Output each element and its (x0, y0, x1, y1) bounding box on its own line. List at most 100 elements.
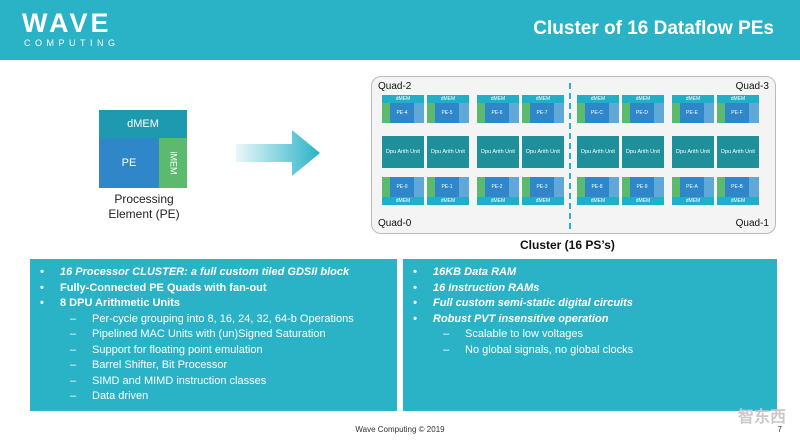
cluster-pe-adder (459, 103, 469, 123)
pe-core: PE (99, 138, 159, 188)
wave-computing-logo: WAVE COMPUTING (22, 8, 142, 48)
pe-caption: Processing Element (PE) (94, 192, 194, 222)
header-bar: WAVE COMPUTING Cluster of 16 Dataflow PE… (0, 0, 800, 60)
cluster-pe-adder (749, 177, 759, 197)
quad-label-2: Quad-2 (378, 81, 412, 92)
slide-title: Cluster of 16 Dataflow PEs (533, 18, 774, 39)
cluster-pe-imem (382, 103, 390, 123)
cluster-pe-imem (477, 177, 485, 197)
cluster-pe-dmem: dMEM (577, 95, 619, 103)
dpu-arith-unit: Dpu Arith Unit (717, 136, 759, 168)
cluster-pe-core: PE-3 (530, 177, 554, 197)
cluster-pe-imem (427, 177, 435, 197)
dpu-arith-unit: Dpu Arith Unit (477, 136, 519, 168)
cluster-pe-adder (609, 177, 619, 197)
cluster-pe-core: PE-5 (435, 103, 459, 123)
bullet-item: 16 Instruction RAMs (403, 281, 777, 297)
cluster-pe-dmem: dMEM (382, 95, 424, 103)
cluster-pe-adder (609, 103, 619, 123)
bullet-item: Full custom semi-static digital circuits (403, 296, 777, 312)
bullet-item: Robust PVT insensitive operation (403, 312, 777, 328)
cluster-pe-dmem: dMEM (477, 197, 519, 205)
bullet-item: 16KB Data RAM (403, 265, 777, 281)
quad-divider (569, 83, 571, 229)
bullet-item: Pipelined MAC Units with (un)Signed Satu… (30, 327, 397, 343)
cluster-pe-dmem: dMEM (622, 197, 664, 205)
cluster-pe-imem (577, 103, 585, 123)
cluster-pe-imem (622, 103, 630, 123)
cluster-pe-adder (654, 103, 664, 123)
pe-imem: iMEM (159, 138, 187, 188)
cluster-pe-core: PE-B (725, 177, 749, 197)
cluster-pe-adder (414, 177, 424, 197)
watermark-logo: 智东西 (737, 409, 786, 426)
dpu-arith-unit: Dpu Arith Unit (427, 136, 469, 168)
page-number: 7 (777, 425, 782, 434)
footer-copyright: Wave Computing © 2019 (355, 425, 445, 434)
cluster-pe-dmem: dMEM (717, 95, 759, 103)
cluster-pe-adder (459, 177, 469, 197)
logo-sub: COMPUTING (24, 38, 120, 48)
right-feature-list: 16KB Data RAM16 Instruction RAMsFull cus… (403, 259, 777, 358)
quad-label-3: Quad-3 (735, 81, 769, 92)
bullet-item: Barrel Shifter, Bit Processor (30, 358, 397, 374)
cluster-pe-dmem: dMEM (672, 197, 714, 205)
cluster-pe-imem (717, 177, 725, 197)
pe-caption-line2: Element (PE) (108, 207, 180, 221)
cluster-pe-core: PE-7 (530, 103, 554, 123)
quad-label-1: Quad-1 (735, 218, 769, 229)
cluster-pe-imem (577, 177, 585, 197)
cluster-pe-core: PE-1 (435, 177, 459, 197)
cluster-pe-imem (672, 177, 680, 197)
cluster-pe-dmem: dMEM (477, 95, 519, 103)
cluster-pe-imem (382, 177, 390, 197)
bullet-item: Scalable to low voltages (403, 327, 777, 343)
pe-imem-label: iMEM (168, 151, 178, 175)
cluster-pe-adder (509, 177, 519, 197)
cluster-pe-imem (672, 103, 680, 123)
cluster-pe-imem (522, 177, 530, 197)
cluster-pe-adder (654, 177, 664, 197)
cluster-pe-adder (704, 103, 714, 123)
cluster-pe-dmem: dMEM (427, 197, 469, 205)
quad-label-0: Quad-0 (378, 218, 412, 229)
cluster-pe-dmem: dMEM (672, 95, 714, 103)
cluster-pe-core: PE-D (630, 103, 654, 123)
cluster-pe-imem (622, 177, 630, 197)
cluster-pe-core: PE-9 (630, 177, 654, 197)
cluster-pe-dmem: dMEM (577, 197, 619, 205)
cluster-pe-core: PE-E (680, 103, 704, 123)
cluster-pe-dmem: dMEM (622, 95, 664, 103)
logo-word: WAVE (22, 8, 112, 38)
pe-caption-line1: Processing (114, 192, 174, 206)
bullet-item: Data driven (30, 389, 397, 405)
left-feature-list: 16 Processor CLUSTER: a full custom tile… (30, 259, 397, 405)
bullet-item: 8 DPU Arithmetic Units (30, 296, 397, 312)
cluster-pe-core: PE-C (585, 103, 609, 123)
arrow-right-icon (236, 130, 320, 176)
cluster-pe-adder (704, 177, 714, 197)
cluster-pe-dmem: dMEM (522, 95, 564, 103)
cluster-pe-adder (509, 103, 519, 123)
dpu-arith-unit: Dpu Arith Unit (672, 136, 714, 168)
bullet-item: Fully-Connected PE Quads with fan-out (30, 281, 397, 297)
cluster-pe-adder (414, 103, 424, 123)
dpu-arith-unit: Dpu Arith Unit (622, 136, 664, 168)
cluster-pe-adder (554, 103, 564, 123)
bullet-item: 16 Processor CLUSTER: a full custom tile… (30, 265, 397, 281)
cluster-pe-core: PE-6 (485, 103, 509, 123)
cluster-pe-core: PE-2 (485, 177, 509, 197)
